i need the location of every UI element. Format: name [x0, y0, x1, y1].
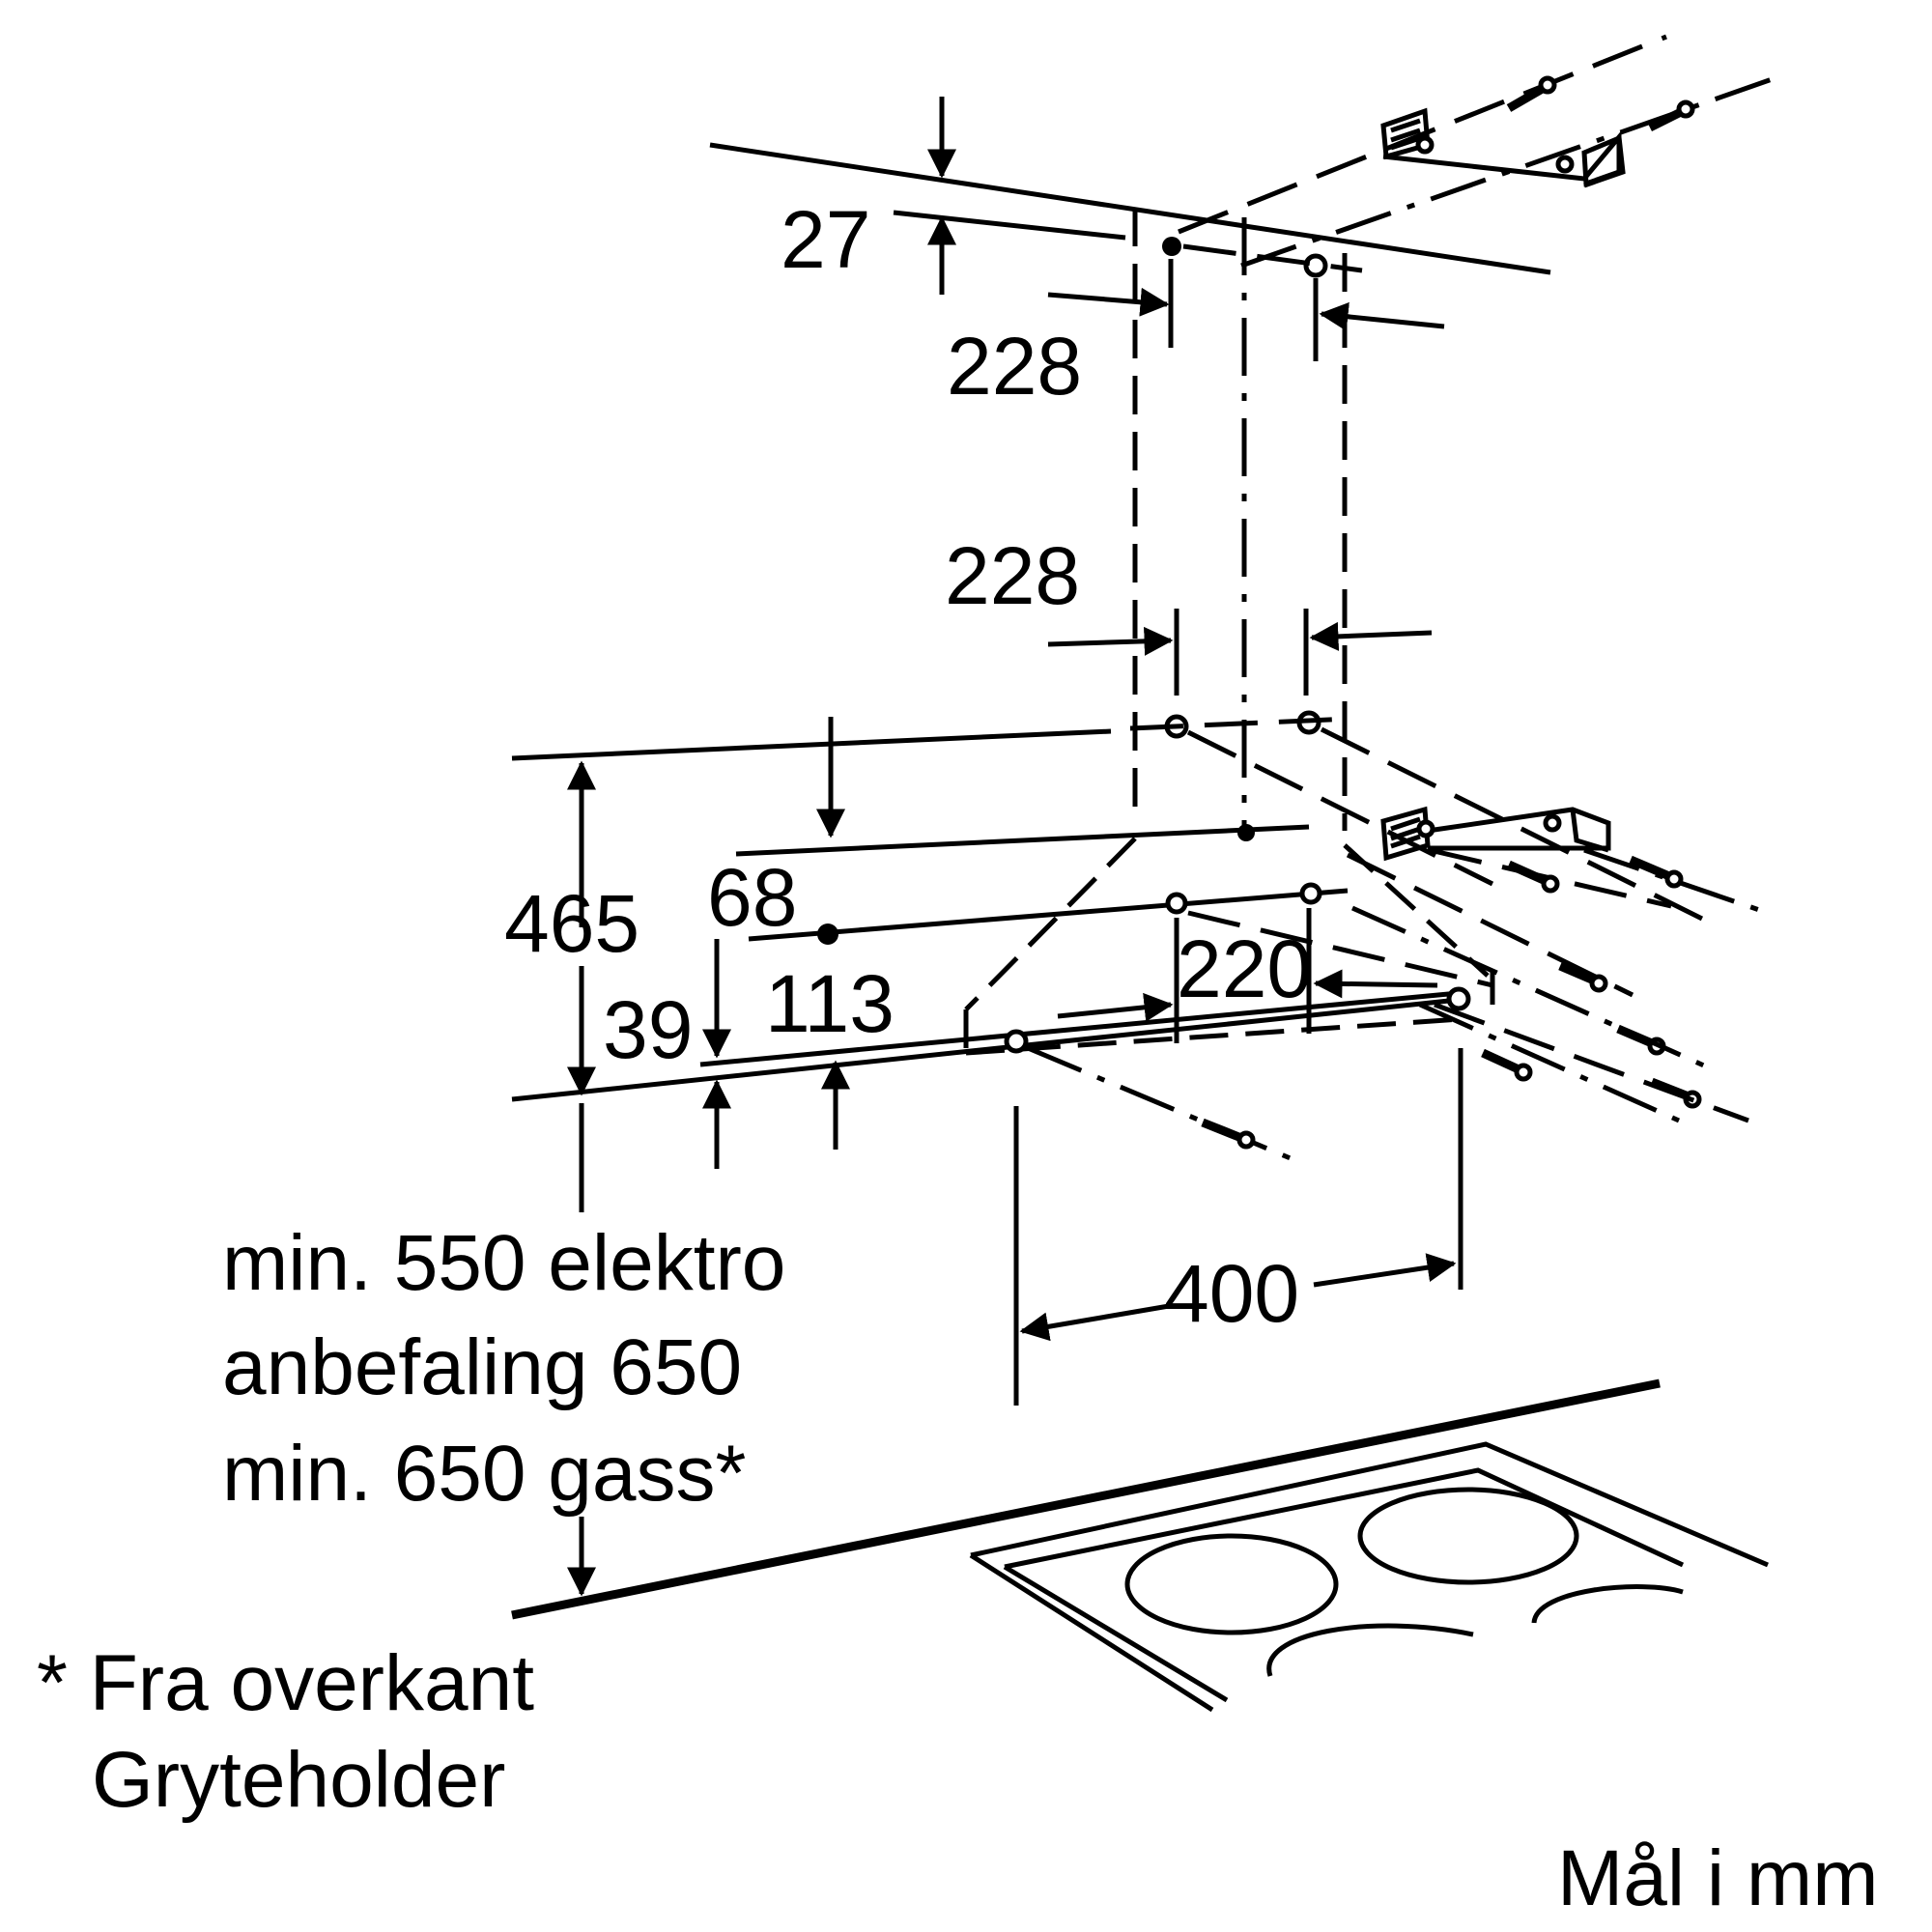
clearance-note-recommended: anbefaling 650 — [222, 1323, 742, 1411]
dim-upper-bracket-label: 228 — [947, 321, 1082, 412]
dim-lower-bracket-arrows — [1047, 609, 1433, 696]
dim-hood-width-arrows — [1019, 1253, 1457, 1342]
dim-hole-spacing-arrows — [1057, 908, 1438, 1043]
dim-lower-bracket-label: 228 — [945, 530, 1080, 621]
hood-top-line — [511, 728, 1112, 761]
dim-hood-height-label: 465 — [504, 878, 639, 969]
hood-middle-line — [748, 882, 1493, 988]
clearance-note-gas: min. 650 gass* — [222, 1430, 746, 1518]
dim-hood-width-label: 400 — [1164, 1248, 1299, 1339]
hood-bottom-line — [511, 990, 1460, 1102]
dim-middle-offset-label: 113 — [765, 958, 895, 1049]
dim-upper-bracket-arrows — [1047, 287, 1445, 331]
dim-hole-spacing-label: 220 — [1177, 923, 1312, 1014]
chimney-lower-holes — [1129, 710, 1721, 930]
right-screws-icon — [1346, 852, 1749, 1123]
upper-wall-bracket-icon — [1380, 107, 1626, 188]
dim-top-offset-label: 27 — [781, 194, 870, 285]
lower-wall-bracket-icon — [1380, 806, 1769, 916]
footnote-line-1: * Fra overkant — [37, 1639, 534, 1727]
upper-screws-icon — [1178, 34, 1778, 269]
units-label: Mål i mm — [1557, 1834, 1879, 1922]
cooktop-icon — [511, 1378, 1769, 1713]
hood-bottom-holes — [1004, 986, 1471, 1406]
dim-upper-offset-label: 68 — [707, 852, 797, 943]
clearance-note-electric: min. 550 elektro — [222, 1219, 785, 1307]
upper-holes — [1162, 237, 1363, 361]
dim-lower-offset-label: 39 — [603, 984, 693, 1075]
hood-upper-line — [735, 824, 1310, 857]
footnote-line-2: Gryteholder — [92, 1736, 505, 1824]
